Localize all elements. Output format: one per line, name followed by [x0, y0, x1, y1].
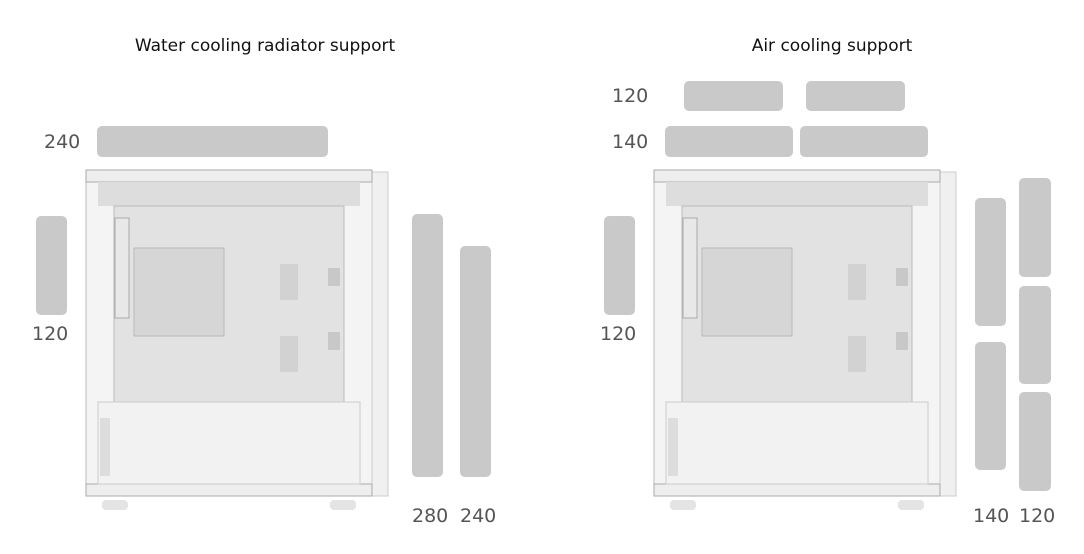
- water-rear-radiator-bar-280: [412, 214, 443, 477]
- air-cooling-title: Air cooling support: [751, 36, 913, 56]
- air-top-fan-bar: [684, 81, 783, 111]
- air-front-fan-bar: [604, 216, 635, 315]
- air-top-fan-bar: [800, 126, 928, 157]
- water-rear-label-240: 240: [460, 505, 497, 527]
- air-side-label-140: 140: [973, 505, 1010, 527]
- air-side-fan-bar-120: [1019, 286, 1051, 384]
- air-side-fan-bar-120: [1019, 392, 1051, 491]
- water-rear-label-280: 280: [412, 505, 449, 527]
- air-front-label: 120: [600, 323, 637, 345]
- air-top-fan-bar: [806, 81, 905, 111]
- air-side-fan-bar-120: [1019, 178, 1051, 277]
- water-front-radiator-bar: [36, 216, 67, 315]
- pc-case-image: [84, 168, 390, 510]
- water-rear-radiator-bar-240: [460, 246, 491, 477]
- water-top-radiator-bar: [97, 126, 328, 157]
- air-side-fan-bar-140: [975, 342, 1006, 470]
- air-side-label-120: 120: [1019, 505, 1056, 527]
- water-top-label: 240: [44, 131, 81, 153]
- water-front-label: 120: [32, 323, 69, 345]
- water-cooling-title: Water cooling radiator support: [134, 36, 396, 56]
- air-top-label-140: 140: [612, 131, 649, 153]
- pc-case-image: [652, 168, 958, 510]
- air-top-fan-bar: [665, 126, 793, 157]
- air-top-label-120: 120: [612, 85, 649, 107]
- air-side-fan-bar-140: [975, 198, 1006, 326]
